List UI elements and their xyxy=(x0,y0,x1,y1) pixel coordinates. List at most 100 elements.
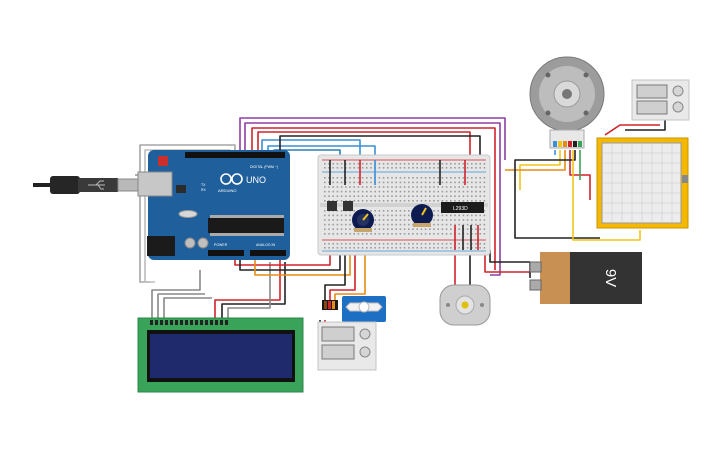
breadboard-hole xyxy=(395,228,397,230)
arduino-uno-board[interactable]: DIGITAL (PWM ~) ARDUINO UNO TX RX POWER … xyxy=(137,150,290,260)
encoder-motor[interactable] xyxy=(529,56,605,149)
usb-cable[interactable] xyxy=(33,176,149,194)
breadboard-hole xyxy=(324,210,326,212)
breadboard-tact-switch-2[interactable] xyxy=(343,201,353,211)
breadboard-hole xyxy=(366,163,368,165)
breadboard-hole xyxy=(479,177,481,179)
lcd-16x2[interactable] xyxy=(137,317,304,393)
servo-motor[interactable] xyxy=(322,296,386,322)
breadboard-hole xyxy=(345,214,347,217)
wire-servo-red[interactable] xyxy=(329,250,356,300)
breadboard-hole xyxy=(454,214,456,217)
breadboard-hole xyxy=(324,219,326,221)
breadboard-hole xyxy=(471,177,473,179)
breadboard-hole xyxy=(336,210,339,212)
breadboard-hole xyxy=(424,163,427,165)
breadboard-hole xyxy=(361,190,364,193)
motor-driver-chip[interactable] xyxy=(441,202,484,213)
potentiometer-2-indicator xyxy=(421,207,427,216)
wire-black-btn[interactable] xyxy=(625,120,666,131)
wire-servo-orange[interactable] xyxy=(334,250,366,300)
wire-red-top-2[interactable] xyxy=(257,131,471,160)
breadboard-hole xyxy=(324,195,326,197)
breadboard-hole xyxy=(437,210,439,212)
potentiometer-1-indicator xyxy=(362,213,369,221)
breadboard-hole xyxy=(420,243,423,245)
breadboard-hole xyxy=(387,181,389,184)
wire-enc-black[interactable] xyxy=(514,150,600,239)
breadboard-hole xyxy=(471,223,473,226)
wire-blue-1[interactable] xyxy=(261,139,361,160)
pushbutton-icon[interactable] xyxy=(636,84,668,99)
potentiometer-2[interactable] xyxy=(411,204,433,227)
breadboard-hole xyxy=(340,181,343,184)
breadboard-hole xyxy=(479,233,481,235)
breadboard-hole xyxy=(416,163,418,165)
breadboard-hole xyxy=(424,247,427,249)
pushbutton-icon[interactable] xyxy=(321,344,355,360)
breadboard-hole xyxy=(336,186,339,188)
breadboard-hole xyxy=(445,233,448,235)
wire-purple-2[interactable] xyxy=(244,122,501,276)
breadboard-hole xyxy=(458,228,460,230)
arduino-reset-button[interactable] xyxy=(158,156,168,166)
wire-yellow-long[interactable] xyxy=(572,150,641,241)
wire-lcd-3[interactable] xyxy=(163,297,212,318)
breadboard-hole xyxy=(332,190,334,193)
wire-lcd-black[interactable] xyxy=(221,262,286,318)
wire-enc-yellow[interactable] xyxy=(519,150,561,190)
breadboard-hole xyxy=(479,181,481,184)
breadboard-hole xyxy=(349,195,351,197)
breadboard-hole xyxy=(403,186,406,188)
breadboard-hole xyxy=(328,228,330,230)
breadboard-hole xyxy=(336,167,339,169)
potentiometer-1[interactable] xyxy=(352,209,374,232)
breadboard-hole xyxy=(374,247,376,249)
breadboard-hole xyxy=(399,243,402,245)
wire-red-top[interactable] xyxy=(251,127,496,270)
pushbutton-icon[interactable] xyxy=(636,100,668,115)
breadboard-jumpers xyxy=(329,160,479,250)
breadboard-hole xyxy=(471,167,473,169)
battery-9v[interactable]: 9V xyxy=(529,252,642,304)
wire-lcd-2[interactable] xyxy=(157,293,205,318)
wire-bat-black[interactable] xyxy=(489,250,531,278)
breadboard-hole xyxy=(382,210,385,212)
breadboard-hole xyxy=(437,177,439,179)
breadboard-hole xyxy=(437,214,439,217)
breadboard-hole xyxy=(357,200,360,202)
wire-red-btn[interactable] xyxy=(604,124,660,136)
breadboard-hole xyxy=(408,210,410,212)
wire-purple-top[interactable] xyxy=(239,117,506,160)
breadboard-hole xyxy=(340,186,343,188)
pushbutton-icon[interactable] xyxy=(321,326,355,342)
wire-lcd-red[interactable] xyxy=(214,260,281,318)
plotter-display[interactable] xyxy=(596,137,689,229)
wire-power-orange[interactable] xyxy=(254,250,351,276)
breadboard-hole xyxy=(479,186,481,188)
wire-lcd-1[interactable] xyxy=(151,270,201,318)
pushbutton-module-top[interactable] xyxy=(631,79,690,121)
wire-enc-orange[interactable] xyxy=(505,150,566,171)
breadboard-hole xyxy=(450,200,452,202)
dc-motor[interactable] xyxy=(439,284,491,326)
wire-lcd-4[interactable] xyxy=(227,262,271,318)
breadboard-tact-switch-1[interactable] xyxy=(327,201,337,211)
breadboard-hole xyxy=(361,177,364,179)
wire-power-red[interactable] xyxy=(234,250,331,266)
wire-servo-brown[interactable] xyxy=(324,250,346,300)
breadboard-hole xyxy=(332,195,334,197)
wire-bat-red[interactable] xyxy=(484,250,530,273)
breadboard-hole xyxy=(437,186,439,188)
wire-gray-loop[interactable] xyxy=(139,144,236,283)
breadboard-hole xyxy=(412,167,414,169)
breadboard-hole xyxy=(424,228,427,230)
wire-power-black[interactable] xyxy=(239,250,341,271)
breadboard-hole xyxy=(399,186,402,188)
breadboard-hole xyxy=(454,181,456,184)
wire-black-top[interactable] xyxy=(279,135,481,165)
breadboard-hole xyxy=(437,219,439,221)
pushbutton-module-bottom[interactable] xyxy=(317,321,377,371)
breadboard[interactable]: L293D xyxy=(317,154,491,256)
breadboard-hole xyxy=(361,233,364,235)
